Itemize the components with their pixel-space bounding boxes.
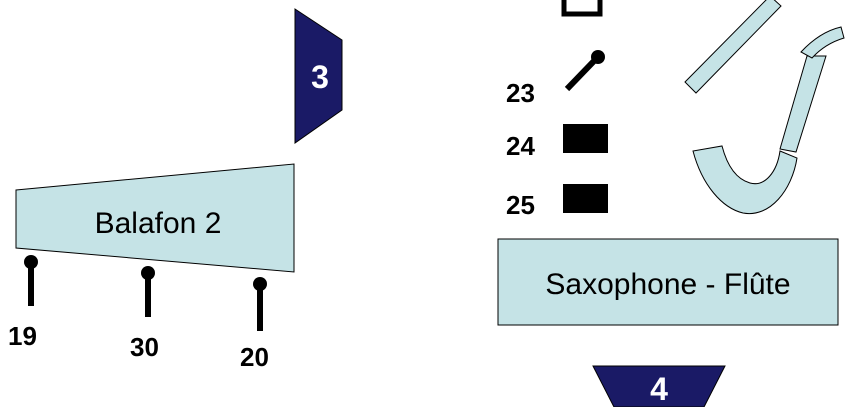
balafon-2-group: Balafon 2 [15,163,295,273]
di-box-icon [563,124,608,153]
badge-3-label: 3 [311,59,329,95]
microphone-icon [141,266,155,317]
mic-label-30: 30 [130,332,159,362]
saxophone-flute-group: Saxophone - Flûte [497,238,839,326]
item-label-25: 25 [506,190,535,220]
microphone-icon [564,50,605,92]
saxophone-icon [692,26,845,215]
monitor-icon [561,0,603,17]
badge-4-shape [592,365,726,407]
badge-4-label: 4 [650,371,668,407]
badge-3-shape [294,8,343,144]
item-label-24: 24 [506,131,535,161]
microphone-icon [24,255,38,306]
saxophone-flute-shape [497,238,839,326]
balafon-2-shape [15,163,295,273]
position-badge-3: 3 [294,8,343,144]
mic-label-19: 19 [8,321,37,351]
flute-icon [684,0,782,94]
position-badge-4: 4 [592,365,726,407]
di-box-icon [563,184,608,213]
microphone-icon [253,277,267,331]
mic-label-20: 20 [240,342,269,372]
balafon-2-label: Balafon 2 [95,207,222,240]
item-label-23: 23 [506,78,535,108]
saxophone-flute-label: Saxophone - Flûte [545,268,790,301]
